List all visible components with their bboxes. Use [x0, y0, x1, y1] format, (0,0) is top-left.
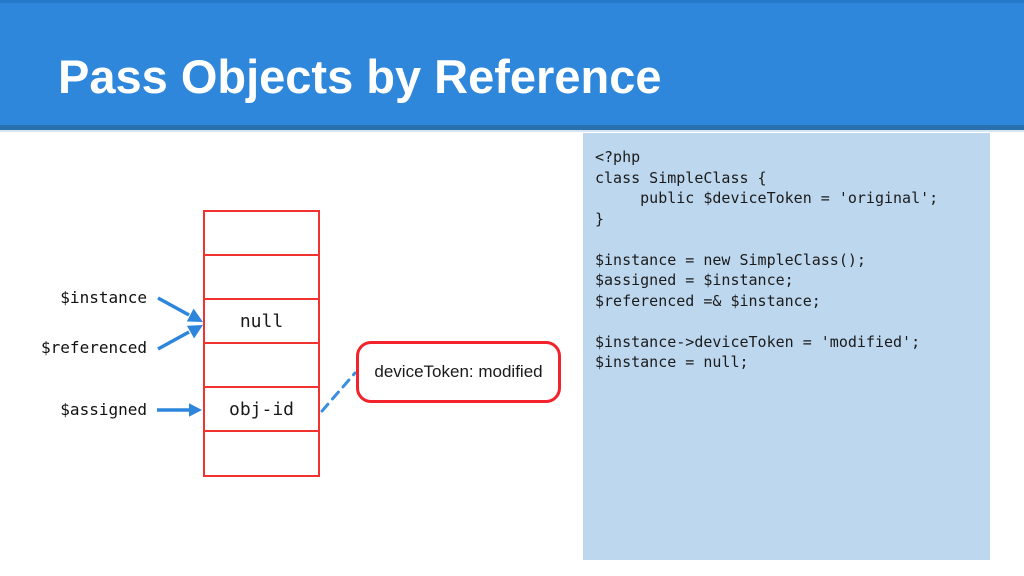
code-line: public $deviceToken = 'original'; [595, 189, 939, 207]
code-line [595, 311, 990, 332]
memory-cell [205, 212, 318, 256]
memory-table: null obj-id [203, 210, 320, 477]
code-line [595, 229, 990, 250]
devicetoken-callout: deviceToken: modified [356, 341, 561, 403]
code-line: $instance = null; [595, 353, 749, 371]
code-line: $instance->deviceToken = 'modified'; [595, 332, 921, 351]
code-line: class SimpleClass { [595, 168, 767, 187]
code-line: <?php [595, 148, 641, 166]
callout-text: deviceToken: modified [374, 362, 543, 381]
code-panel: <?php class SimpleClass { public $device… [583, 133, 990, 560]
memory-cell-objid: obj-id [205, 388, 318, 432]
memory-cell-null: null [205, 300, 318, 344]
instance-arrow [157, 296, 203, 322]
label-instance: $instance [60, 288, 147, 307]
slide-title: Pass Objects by Reference [58, 50, 662, 103]
label-assigned: $assigned [60, 400, 147, 419]
memory-cell [205, 432, 318, 475]
referenced-arrow [157, 325, 203, 351]
memory-cell [205, 344, 318, 388]
code-line: $assigned = $instance; [595, 271, 794, 289]
dashed-connector [320, 371, 357, 413]
header-bar: Pass Objects by Reference [0, 0, 1024, 130]
assigned-arrow [157, 403, 202, 417]
code-line: } [595, 209, 605, 228]
code-line: $instance = new SimpleClass(); [595, 250, 866, 269]
memory-cell [205, 256, 318, 300]
label-referenced: $referenced [41, 338, 147, 357]
code-line: $referenced =& $instance; [595, 291, 821, 310]
